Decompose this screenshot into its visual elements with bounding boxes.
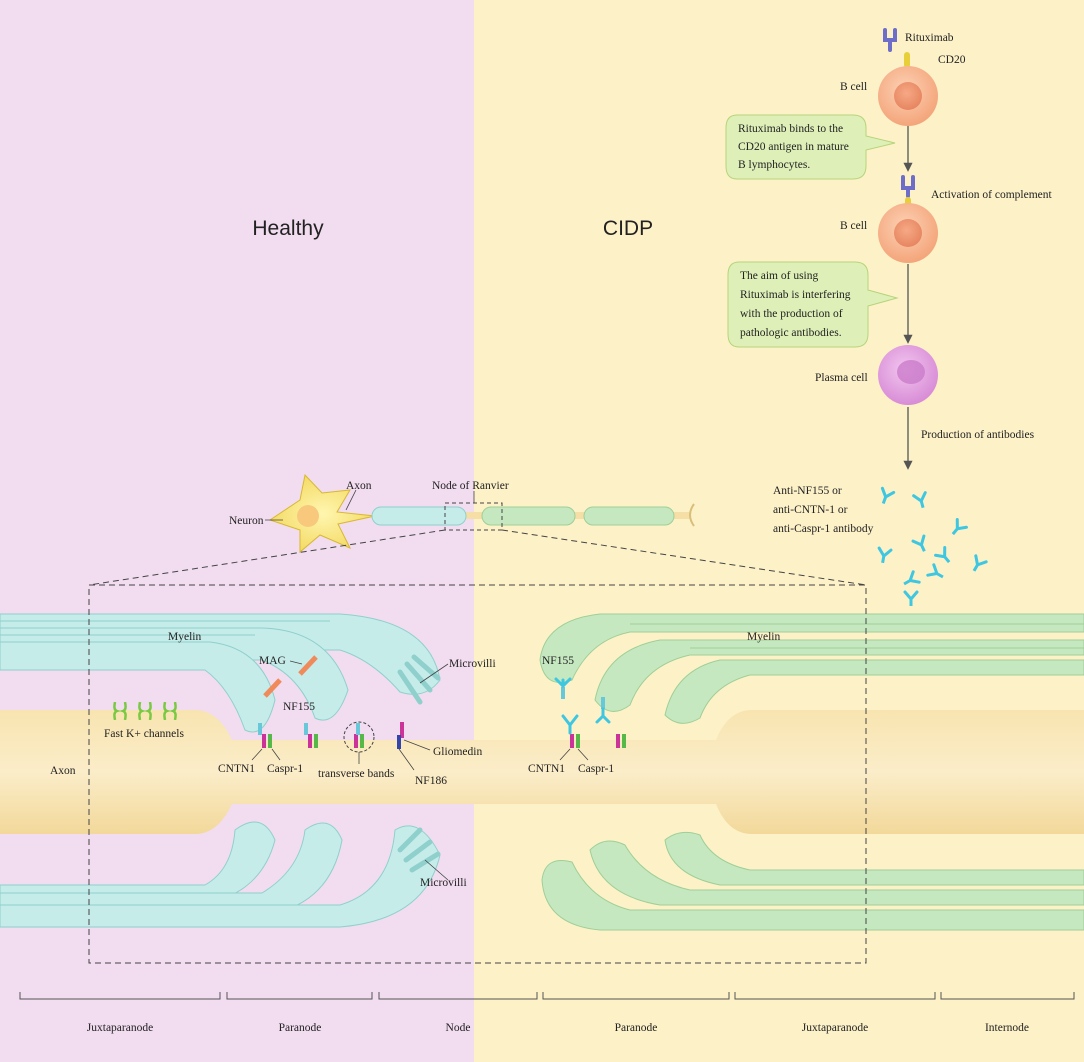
gliomedin-label: Gliomedin bbox=[433, 746, 482, 758]
neuron-label: Neuron bbox=[229, 515, 264, 527]
b-cell-2 bbox=[878, 203, 938, 263]
cntn1-label-right: CNTN1 bbox=[528, 763, 565, 775]
detail-frame bbox=[88, 584, 867, 964]
healthy-myelin-top bbox=[0, 613, 441, 733]
antibody-label-line-2: anti-CNTN-1 or bbox=[773, 504, 848, 516]
rituximab-molecule-2 bbox=[901, 175, 915, 198]
microvilli-label-top: Microvilli bbox=[449, 658, 496, 670]
node-of-ranvier-label: Node of Ranvier bbox=[432, 480, 509, 492]
b-cell-label-2: B cell bbox=[840, 220, 867, 232]
segment-juxtaparanode-right: Juxtaparanode bbox=[802, 1022, 868, 1034]
cidp-junction-proteins bbox=[554, 677, 626, 748]
cd20-receptor-1 bbox=[904, 52, 910, 68]
caspr1-label-right: Caspr-1 bbox=[578, 763, 614, 775]
fast-k-label: Fast K+ channels bbox=[104, 728, 184, 740]
node-detail: Myelin Myelin MAG NF155 NF155 Microvilli… bbox=[0, 584, 1084, 964]
cidp-myelin-bottom bbox=[541, 831, 1084, 931]
axon-terminal bbox=[689, 503, 695, 527]
segment-paranode-left: Paranode bbox=[279, 1022, 322, 1034]
healthy-microvilli-top bbox=[397, 654, 441, 705]
neuron-nucleus bbox=[297, 505, 319, 527]
segment-juxtaparanode-left: Juxtaparanode bbox=[87, 1022, 153, 1034]
caspr1-label-left: Caspr-1 bbox=[267, 763, 303, 775]
segment-internode: Internode bbox=[985, 1022, 1029, 1034]
bubble-2-line-2: Rituximab is interfering bbox=[740, 289, 851, 301]
mag-protein bbox=[263, 678, 282, 698]
neuron-overview: Neuron Axon Node of Ranvier bbox=[88, 473, 867, 586]
bubble-2-line-4: pathologic antibodies. bbox=[740, 327, 842, 339]
production-label: Production of antibodies bbox=[921, 429, 1035, 441]
axon-detail-label: Axon bbox=[50, 765, 76, 777]
nf155-label-right: NF155 bbox=[542, 655, 574, 667]
healthy-title: Healthy bbox=[252, 217, 324, 240]
zoom-line-left bbox=[88, 529, 446, 586]
bubble-1-line-2: CD20 antigen in mature bbox=[738, 141, 849, 153]
rituximab-pathway: Rituximab CD20 B cell Rituximab binds to… bbox=[725, 28, 1053, 606]
speech-bubble-1 bbox=[725, 114, 896, 180]
bound-antibody-icon bbox=[561, 714, 579, 735]
bubble-2-line-1: The aim of using bbox=[740, 270, 818, 282]
segment-node: Node bbox=[446, 1022, 471, 1034]
nf155-label-left: NF155 bbox=[283, 701, 315, 713]
mag-label: MAG bbox=[259, 655, 286, 667]
plasma-cell-label: Plasma cell bbox=[815, 372, 868, 384]
neuron-myelin-2 bbox=[481, 506, 576, 526]
rituximab-molecule-1 bbox=[883, 28, 897, 52]
bound-antibody-icon bbox=[595, 707, 611, 724]
segment-paranode-right: Paranode bbox=[615, 1022, 658, 1034]
activation-label: Activation of complement bbox=[931, 189, 1053, 201]
nf186-label: NF186 bbox=[415, 775, 447, 787]
mag-protein bbox=[298, 655, 318, 676]
b-cell-label-1: B cell bbox=[840, 81, 867, 93]
myelin-label-right: Myelin bbox=[747, 631, 780, 643]
plasma-cell bbox=[878, 345, 938, 405]
healthy-myelin-bottom bbox=[0, 821, 441, 928]
rituximab-label: Rituximab bbox=[905, 32, 954, 44]
bubble-2-line-3: with the production of bbox=[740, 308, 843, 320]
healthy-microvilli-bottom bbox=[397, 827, 441, 873]
microvilli-label-bottom: Microvilli bbox=[420, 877, 467, 889]
speech-bubble-2 bbox=[727, 261, 899, 348]
healthy-junction-proteins bbox=[258, 721, 404, 753]
neuron-myelin-1 bbox=[371, 506, 467, 526]
node-zoom-box bbox=[444, 502, 503, 531]
cd20-label: CD20 bbox=[938, 54, 966, 66]
bubble-1-line-3: B lymphocytes. bbox=[738, 159, 810, 171]
axon-label: Axon bbox=[346, 480, 372, 492]
b-cell-1 bbox=[878, 66, 938, 126]
neuron-myelin-3 bbox=[583, 506, 675, 526]
cidp-title: CIDP bbox=[603, 217, 653, 240]
transverse-bands-label: transverse bands bbox=[318, 768, 395, 780]
myelin-label-left: Myelin bbox=[168, 631, 201, 643]
antibody-label-line-1: Anti-NF155 or bbox=[773, 485, 842, 497]
cidp-myelin-top bbox=[539, 613, 1084, 724]
bound-antibody-icon bbox=[554, 677, 572, 688]
segment-brackets bbox=[19, 992, 1075, 1000]
bubble-1-line-1: Rituximab binds to the bbox=[738, 123, 843, 135]
antibody-label-line-3: anti-Caspr-1 antibody bbox=[773, 523, 874, 535]
gliomedin-protein bbox=[400, 722, 404, 738]
zoom-line-right bbox=[501, 529, 867, 586]
nf186-protein bbox=[397, 735, 401, 749]
cntn1-label-left: CNTN1 bbox=[218, 763, 255, 775]
